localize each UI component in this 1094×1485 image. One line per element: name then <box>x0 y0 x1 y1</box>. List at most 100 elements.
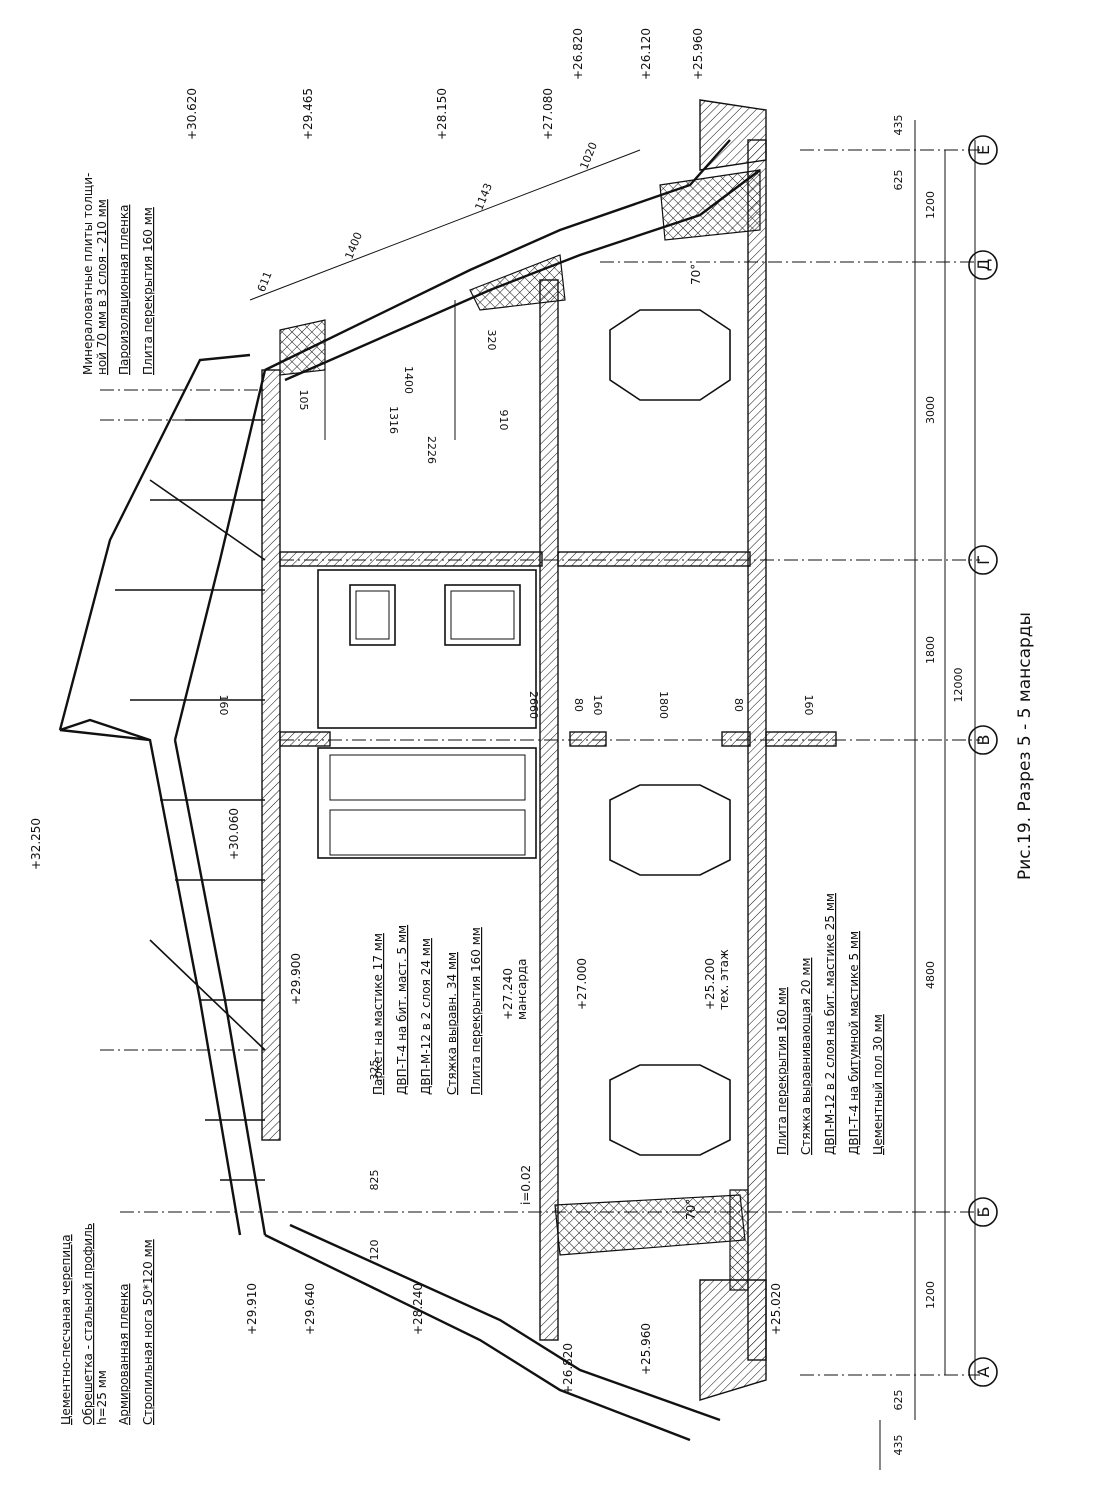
elev-attic: +27.240 <box>501 968 515 1020</box>
axis-a: А <box>974 1366 993 1377</box>
attic-floor-layer-5: Плита перекрытия 160 мм <box>469 927 483 1095</box>
insulation-layer-3: Пароизоляционная пленка <box>117 205 131 375</box>
dims-dormer: 2226 1316 910 105 1400 320 <box>297 300 541 464</box>
dim-bottom-435-r: 435 <box>892 115 905 136</box>
elev-attic-note: мансарда <box>515 959 529 1020</box>
dims-interior: 160 2660 80 160 1800 80 160 <box>217 691 815 719</box>
elev-ridge: +32.250 <box>29 818 43 870</box>
dims-roof: 611 1400 1143 1020 <box>249 140 641 301</box>
elev-eave-left-base: +25.020 <box>769 1283 783 1335</box>
dim-bottom-1800: 1800 <box>924 636 937 664</box>
elevations-right: +30.620 +29.465 +28.150 +27.080 +26.820 … <box>185 28 705 140</box>
dim-wall-120: 120 <box>368 1240 381 1261</box>
dims-bottom: 435 625 1200 4800 1800 3000 1200 625 435… <box>892 115 965 1456</box>
insulation-labels: Минераловатные плиты толщи- ной 70 мм в … <box>81 173 155 375</box>
axis-lines <box>100 149 980 1376</box>
elev-right-5: +26.820 <box>571 28 585 80</box>
roof-trusses <box>115 419 266 1181</box>
roof-layer-1: Цементно-песчаная черепица <box>59 1234 73 1425</box>
elevations-left: +29.910 +29.640 +28.240 +26.820 <box>245 1283 575 1395</box>
insulation-layer-2: ной 70 мм в 3 слоя - 210 мм <box>95 199 109 375</box>
attic-floor-layer-3: ДВП-М-12 в 2 слоя 24 мм <box>419 938 433 1095</box>
lower-openings <box>609 309 731 1156</box>
elev-right-3: +28.150 <box>435 88 449 140</box>
dim-roof-611: 611 <box>255 270 275 294</box>
elev-right-2: +29.465 <box>301 88 315 140</box>
dim-roof-1400: 1400 <box>342 230 365 261</box>
dim-int-80-b: 80 <box>732 698 745 712</box>
dim-wall-325: 325 <box>368 1060 381 1081</box>
insulation-layer-4: Плита перекрытия 160 мм <box>141 207 155 375</box>
dim-bottom-4800: 4800 <box>924 961 937 989</box>
partition-v-d <box>765 731 837 747</box>
eave-wall-right <box>699 99 767 171</box>
partition-g-lower <box>557 551 751 567</box>
attic-floor-slab <box>539 279 559 1341</box>
elev-right-7: +25.960 <box>691 28 705 80</box>
elev-right-6: +26.120 <box>639 28 653 80</box>
axis-v: В <box>974 735 993 746</box>
dim-bottom-1200-r: 1200 <box>924 191 937 219</box>
roof-insulation-right-a <box>469 254 566 311</box>
wall-insulation-left <box>554 1194 746 1256</box>
insulation-layer-1: Минераловатные плиты толщи- <box>81 173 95 375</box>
dim-chain-lines <box>879 120 976 1470</box>
axis-markers <box>968 135 998 1387</box>
axis-d: Д <box>974 259 993 272</box>
lower-floor-labels: Плита перекрытия 160 мм Стяжка выравнива… <box>775 893 885 1155</box>
dim-wall-825: 825 <box>368 1170 381 1191</box>
angle-left: 70° <box>684 1199 698 1220</box>
dim-dormer-2226: 2226 <box>425 436 438 464</box>
slope-label: i=0.02 <box>519 1165 533 1205</box>
dim-dormer-1316: 1316 <box>387 406 400 434</box>
dim-bottom-1200-l: 1200 <box>924 1281 937 1309</box>
dim-int-160-b: 160 <box>591 695 604 716</box>
roof-layer-4: Армированная пленка <box>117 1284 131 1426</box>
dim-dormer-320: 320 <box>485 330 498 351</box>
roof-layer-2: Обрешетка - стальной профиль <box>81 1223 95 1425</box>
roof-layer-labels: Цементно-песчаная черепица Обрешетка - с… <box>59 1223 155 1425</box>
elev-left-2: +29.640 <box>303 1283 317 1335</box>
attic-floor-layer-1: Паркет на мастике 17 мм <box>371 933 385 1095</box>
elev-eave-left-low: +25.960 <box>639 1323 653 1375</box>
elev-floor1-note: тех. этаж <box>717 949 731 1010</box>
attic-floor-layer-4: Стяжка выравн. 34 мм <box>445 952 459 1095</box>
lower-floor-layer-4: ДВП-Т-4 на битумной мастике 5 мм <box>847 931 861 1155</box>
dim-bottom-12000: 12000 <box>952 668 965 703</box>
dim-int-1800: 1800 <box>657 691 670 719</box>
elev-floor2: +27.000 <box>575 958 589 1010</box>
roof-insulation-right-c <box>279 319 326 376</box>
dim-int-160-a: 160 <box>217 695 230 716</box>
dim-bottom-625-r: 625 <box>892 170 905 191</box>
elev-left-4: +26.820 <box>561 1343 575 1395</box>
partition-v-c <box>721 731 751 747</box>
dims-wall: 120 825 325 <box>368 1060 381 1261</box>
partition-v-a <box>279 731 331 747</box>
elev-right-4: +27.080 <box>541 88 555 140</box>
attic-floor-layer-2: ДВП-Т-4 на бит. маст. 5 мм <box>395 925 409 1095</box>
lower-floor-layer-3: ДВП-М-12 в 2 слоя на бит. мастике 25 мм <box>823 893 837 1155</box>
axis-b: Б <box>974 1207 993 1218</box>
wall-insulation-b <box>729 1189 749 1291</box>
elev-floor1: +25.200 <box>703 958 717 1010</box>
elev-ceiling: +30.060 <box>227 808 241 860</box>
lower-floor-slab <box>747 139 767 1361</box>
lower-floor-layer-5: Цементный пол 30 мм <box>871 1014 885 1155</box>
roof-slab <box>261 369 281 1141</box>
axis-g: Г <box>974 555 993 565</box>
elev-left-1: +29.910 <box>245 1283 259 1335</box>
angle-right: 70° <box>689 264 703 285</box>
dim-int-160-c: 160 <box>802 695 815 716</box>
lower-floor-layer-2: Стяжка выравнивающая 20 мм <box>799 958 813 1155</box>
elev-attic-top: +29.900 <box>289 953 303 1005</box>
eave-wall-left <box>699 1279 767 1401</box>
dim-bottom-435-l: 435 <box>892 1435 905 1456</box>
caption: Рис.19. Разрез 5 - 5 мансарды <box>1015 612 1035 880</box>
elev-right-1: +30.620 <box>185 88 199 140</box>
dim-bottom-3000: 3000 <box>924 396 937 424</box>
roof-layer-3: h=25 мм <box>95 1370 109 1425</box>
axis-e: Е <box>974 145 993 155</box>
roof-insulation-right-b <box>659 169 761 241</box>
lower-floor-layer-1: Плита перекрытия 160 мм <box>775 987 789 1155</box>
